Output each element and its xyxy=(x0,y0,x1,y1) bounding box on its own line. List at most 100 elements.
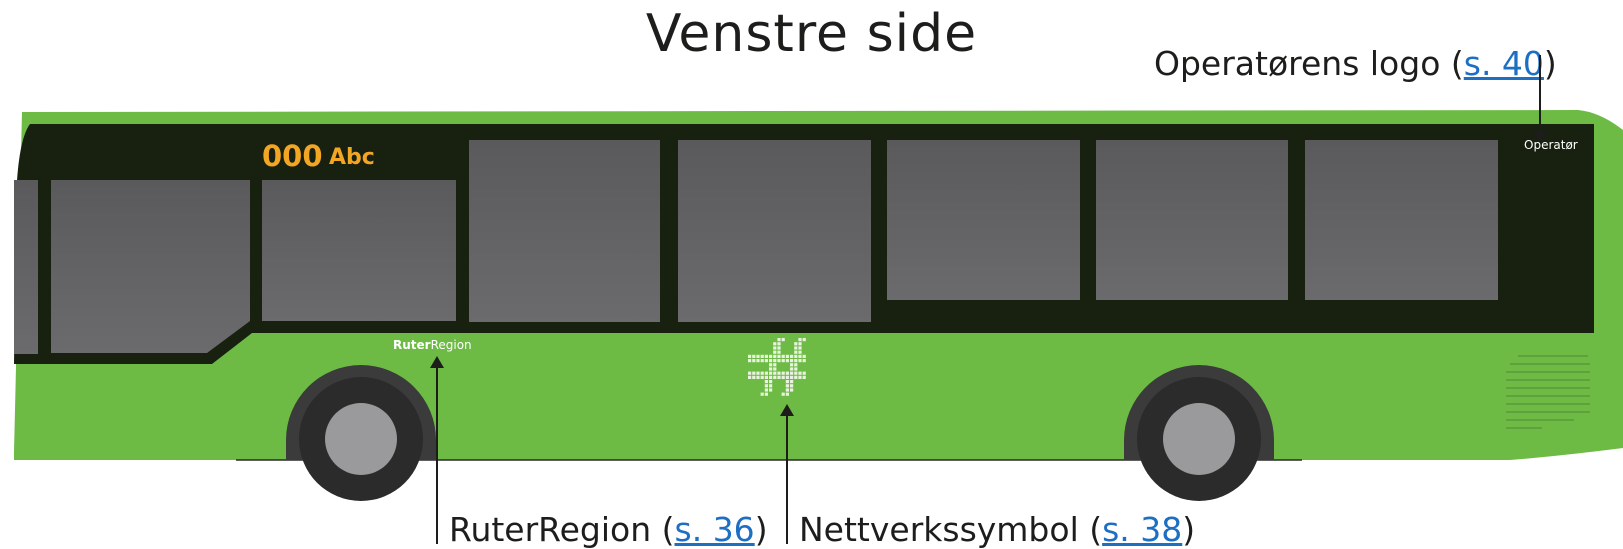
network-symbol-dot xyxy=(773,363,777,367)
network-symbol-dot xyxy=(769,354,773,358)
network-symbol-dot xyxy=(760,375,764,379)
network-symbol-dot xyxy=(781,371,785,375)
network-symbol-dot xyxy=(802,338,806,342)
network-symbol-dot xyxy=(794,346,798,350)
window xyxy=(469,140,660,322)
network-symbol-dot xyxy=(777,346,781,350)
network-symbol-dot xyxy=(790,384,794,388)
network-symbol-dot xyxy=(769,359,773,363)
network-symbol-dot xyxy=(760,392,764,396)
network-symbol-dot xyxy=(773,350,777,354)
network-symbol-dot xyxy=(773,342,777,346)
network-symbol-dot xyxy=(798,375,802,379)
window xyxy=(14,180,38,354)
network-symbol-dot xyxy=(752,375,756,379)
network-symbol-dot xyxy=(773,354,777,358)
operator-logo-callout: Operatørens logo (s. 40) xyxy=(1154,47,1557,80)
network-symbol-dot xyxy=(760,371,764,375)
network-symbol-dot xyxy=(748,375,752,379)
page-title: Venstre side xyxy=(645,4,978,64)
window xyxy=(1096,140,1288,300)
network-symbol-dot xyxy=(773,375,777,379)
network-symbol-dot xyxy=(798,354,802,358)
network-symbol-dot xyxy=(764,392,768,396)
network-symbol-dot xyxy=(785,380,789,384)
network-symbol-dot xyxy=(785,359,789,363)
network-symbol-dot xyxy=(769,388,773,392)
network-symbol-dot xyxy=(798,338,802,342)
network-symbol-dot xyxy=(798,359,802,363)
window xyxy=(1305,140,1498,300)
network-symbol-dot xyxy=(756,359,760,363)
network-symbol-dot xyxy=(769,384,773,388)
window xyxy=(51,180,250,353)
network-symbol-dot xyxy=(773,367,777,371)
network-symbol-dot xyxy=(769,363,773,367)
wheel-hub xyxy=(1163,403,1235,475)
ruter-region-arrow xyxy=(430,356,444,544)
network-symbol-dot xyxy=(790,375,794,379)
network-symbol-dot xyxy=(785,354,789,358)
window xyxy=(887,140,1080,300)
network-symbol-dot xyxy=(764,371,768,375)
network-symbol-dot xyxy=(752,359,756,363)
network-symbol-icon xyxy=(748,338,806,396)
network-symbol-dot xyxy=(756,371,760,375)
network-symbol-dot xyxy=(790,367,794,371)
network-symbol-dot xyxy=(777,359,781,363)
network-symbol-dot xyxy=(773,371,777,375)
network-symbol-dot xyxy=(777,350,781,354)
network-symbol-dot xyxy=(777,342,781,346)
operator-logo-page-link[interactable]: s. 40 xyxy=(1463,44,1544,83)
network-symbol-dot xyxy=(769,371,773,375)
network-symbol-dot xyxy=(756,375,760,379)
network-symbol-dot xyxy=(773,346,777,350)
network-symbol-dot xyxy=(764,384,768,388)
network-symbol-dot xyxy=(764,359,768,363)
network-symbol-dot xyxy=(802,371,806,375)
network-symbol-page-link[interactable]: s. 38 xyxy=(1102,510,1183,549)
network-symbol-dot xyxy=(794,359,798,363)
network-symbol-dot xyxy=(781,375,785,379)
network-symbol-dot xyxy=(790,359,794,363)
network-symbol-dot xyxy=(748,354,752,358)
network-symbol-dot xyxy=(794,367,798,371)
network-symbol-dot xyxy=(794,363,798,367)
network-symbol-dot xyxy=(769,375,773,379)
network-symbol-dot xyxy=(752,371,756,375)
window xyxy=(678,140,871,322)
network-symbol-dot xyxy=(777,371,781,375)
network-symbol-dot xyxy=(802,359,806,363)
network-symbol-dot xyxy=(781,359,785,363)
network-symbol-dot xyxy=(790,380,794,384)
network-symbol-dot xyxy=(777,375,781,379)
window xyxy=(262,180,456,321)
network-symbol-dot xyxy=(777,338,781,342)
network-symbol-dot xyxy=(764,388,768,392)
network-symbol-dot xyxy=(777,354,781,358)
route-number: 000 xyxy=(262,139,323,173)
network-symbol-dot xyxy=(790,388,794,392)
network-symbol-dot xyxy=(798,342,802,346)
network-symbol-dot xyxy=(785,392,789,396)
network-symbol-dot xyxy=(790,363,794,367)
network-symbol-dot xyxy=(794,354,798,358)
network-symbol-label: Nettverkssymbol ( xyxy=(799,510,1103,549)
network-symbol-dot xyxy=(760,354,764,358)
network-symbol-dot xyxy=(748,371,752,375)
network-symbol-dot xyxy=(756,354,760,358)
ruter-region-page-link[interactable]: s. 36 xyxy=(674,510,755,549)
ruter-region-logo: RuterRegion xyxy=(393,338,472,352)
network-symbol-dot xyxy=(764,375,768,379)
network-symbol-arrow xyxy=(780,404,794,544)
ruter-region-label: RuterRegion ( xyxy=(449,510,675,549)
network-symbol-dot xyxy=(764,380,768,384)
network-symbol-dot xyxy=(785,375,789,379)
network-symbol-dot xyxy=(794,371,798,375)
network-symbol-dot xyxy=(790,371,794,375)
operator-logo-text: Operatør xyxy=(1524,138,1578,152)
network-symbol-dot xyxy=(748,359,752,363)
ruter-brand-bold: Ruter xyxy=(393,338,431,352)
network-symbol-dot xyxy=(798,346,802,350)
network-symbol-dot xyxy=(785,388,789,392)
